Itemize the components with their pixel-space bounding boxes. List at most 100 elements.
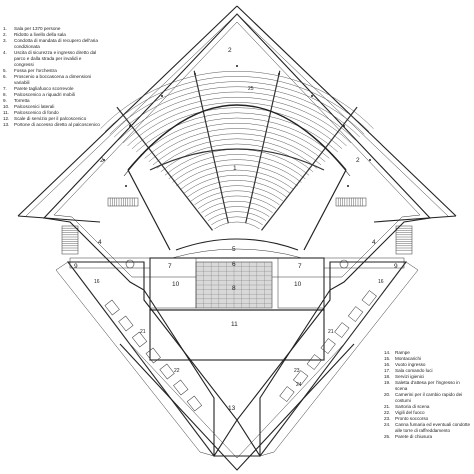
seat-row: [214, 221, 260, 230]
legend-number: 17.: [384, 368, 391, 373]
left-diagonal-inner: [25, 13, 238, 217]
column-dot: [125, 185, 127, 187]
seat-row: [100, 71, 374, 129]
legend-number: 14.: [384, 350, 391, 355]
side-stage-right: [277, 257, 325, 309]
legend-text: Palcoscenico a riquadri mobili: [14, 92, 75, 97]
seat-row: [131, 107, 343, 150]
legend-number: 10.: [3, 104, 10, 109]
label-vuoto-left: 16: [94, 279, 100, 285]
legend-text: Saletta d'attesa per l'ingresso in scena: [395, 380, 460, 391]
label-sartoria-left: 21: [140, 329, 146, 335]
auditorium-side-wall: [303, 169, 347, 251]
label-vuoto-right: 16: [378, 279, 384, 285]
auditorium-side-wall: [127, 169, 171, 251]
legend-item: 3.Condotta di mandata di recupero dell'a…: [3, 38, 101, 50]
legend-item: 20.Camerini per il cambio rapido dei cos…: [384, 392, 472, 404]
legend-text: Rampe: [395, 350, 410, 355]
column-dot: [129, 125, 131, 127]
seat-row: [168, 154, 306, 179]
legend-item: 9.Torretta: [3, 98, 101, 104]
legend-text: Sala comando luci: [395, 368, 433, 373]
aisle: [261, 106, 358, 231]
bottom-cap-inner-l: [129, 343, 238, 459]
label-parete-left: 7: [168, 263, 172, 270]
legend-number: 4.: [3, 50, 7, 55]
legend-item: 2.Ridotto a livello della sala: [3, 32, 101, 38]
seat-row: [204, 206, 270, 217]
seat-row: [114, 86, 360, 138]
legend-number: 15.: [384, 356, 391, 361]
rear-stage: [149, 309, 325, 361]
bottom-cap: [119, 343, 355, 471]
column-dot: [103, 159, 105, 161]
legend-number: 1.: [3, 26, 7, 31]
legend-text: Palcoscenico di fondo: [14, 110, 59, 115]
column-dot: [236, 65, 238, 67]
seat-row: [207, 211, 267, 221]
seat-row: [152, 133, 322, 166]
legend-item: 16.Vuoto ingresso: [384, 362, 472, 368]
legend-number: 21.: [384, 404, 391, 409]
service-room-right: [334, 322, 350, 338]
label-torretta-left: 9: [74, 263, 78, 270]
legend-text: Torretta: [14, 98, 30, 103]
label-ridotto-right: 2: [356, 157, 360, 164]
label-fossa: 5: [232, 246, 236, 253]
seat-row: [104, 76, 370, 132]
seat-row: [197, 195, 277, 209]
legend-item: 7.Parete tagliafuoco scorrevole: [3, 86, 101, 92]
legend-text: Fossa per l'orchestra: [14, 68, 57, 73]
service-room-left: [145, 347, 161, 364]
legend-text: Portone di accesso diretto al palcosceni…: [14, 122, 100, 127]
service-room-left: [186, 395, 203, 412]
legend-number: 25.: [384, 434, 391, 439]
seat-row: [183, 175, 291, 194]
legend-text: Sartoria di scena: [395, 404, 430, 409]
column-dot: [343, 125, 345, 127]
legend-item: 13. Portone di accesso diretto al palcosc…: [3, 122, 101, 128]
seat-row: [118, 91, 356, 141]
label-soccorso: 23: [294, 368, 300, 374]
seat-row: [194, 190, 280, 205]
label-fondo: 11: [231, 321, 238, 328]
seat-row: [201, 200, 273, 213]
seat-row: [164, 149, 310, 176]
legend-text: Ridotto a livello della sala: [14, 32, 66, 37]
lower-outer-left: [55, 261, 215, 457]
bottom-cap-inner-r: [236, 343, 345, 459]
legend-item: 8. Palcoscenico a riquadri mobili: [3, 92, 101, 98]
seat-row: [156, 138, 318, 169]
spiral-stair-right: [339, 259, 349, 269]
service-room-right: [279, 386, 295, 402]
legend-number: 13.: [3, 122, 10, 127]
legend-text: Camerini per il cambio rapido dei costum…: [395, 392, 463, 403]
auditorium-seating: [100, 70, 374, 251]
label-ridotto-top: 2: [228, 47, 232, 54]
legend-number: 19.: [384, 380, 391, 385]
outer-envelope: [42, 13, 432, 457]
legend-text: Uscita di sicurezza e ingresso diretto d…: [14, 50, 97, 67]
column-dot: [278, 73, 280, 75]
right-wing-base: [373, 215, 457, 223]
orchestra-pit-back: [171, 248, 303, 259]
lower-service-rooms: [104, 290, 377, 412]
service-room-left: [173, 379, 189, 396]
label-sala: 1: [233, 165, 237, 172]
legend-item: 24.Canna fumaria ed eventuali condotte a…: [384, 422, 472, 434]
legend-text: Parete di chiusura: [395, 434, 433, 439]
legend-number: 8.: [3, 92, 7, 97]
legend-item: 1.Sala per 1370 persone: [3, 26, 101, 32]
legend-item: 25. Parete di chiusura: [384, 434, 472, 440]
legend-text: Condotta di mandata di recupero dell'ari…: [14, 38, 98, 49]
label-canna: 24: [296, 382, 302, 388]
service-room-left: [118, 315, 134, 332]
service-room-right: [293, 370, 309, 386]
legend-item: 4. Uscita di sicurezza e ingresso diretto…: [3, 50, 101, 68]
service-room-right: [361, 290, 377, 306]
service-room-left: [131, 331, 148, 348]
seat-row: [172, 159, 302, 183]
label-palcoscenico: 8: [232, 285, 236, 292]
